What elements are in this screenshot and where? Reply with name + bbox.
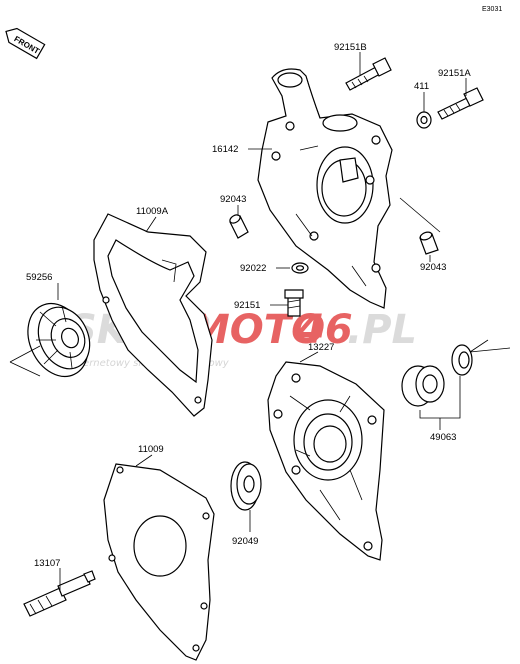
dowel-pin-92043-left <box>229 214 249 239</box>
watermark-brand-b: MOTO <box>190 307 325 353</box>
leader-lines <box>9 52 511 592</box>
gasket-11009 <box>103 463 215 661</box>
oil-seal-92049 <box>230 461 262 511</box>
front-arrow-icon: FRONT <box>5 27 46 60</box>
label-13107: 13107 <box>34 558 60 569</box>
watermark-brand-c: 46 <box>296 307 353 353</box>
washer-411 <box>416 111 432 129</box>
label-49063: 49063 <box>430 432 456 443</box>
bolt-92151 <box>284 289 304 317</box>
washer-92022 <box>291 262 309 274</box>
label-411: 411 <box>414 81 429 92</box>
pump-body-16142 <box>257 68 393 309</box>
part-labels: 92151B 92151A 411 16142 11009A 92043 920… <box>26 42 471 569</box>
label-92043-left: 92043 <box>220 194 246 205</box>
label-92043-right: 92043 <box>420 262 446 273</box>
label-92022: 92022 <box>240 263 266 274</box>
label-92151: 92151 <box>234 300 260 311</box>
washer-49063 <box>451 344 473 376</box>
label-92151a: 92151A <box>438 68 471 79</box>
dowel-pin-92043-right <box>419 231 439 255</box>
label-11009a: 11009A <box>136 206 169 217</box>
shaft-13107 <box>23 570 96 617</box>
bolt-92151a <box>437 87 484 120</box>
label-92049: 92049 <box>232 536 258 547</box>
label-16142: 16142 <box>212 144 238 155</box>
cover-13227 <box>267 361 385 561</box>
label-92151b: 92151B <box>334 42 367 53</box>
gasket-11009a <box>93 213 213 417</box>
watermark-brand-d: .PL <box>347 307 417 353</box>
label-59256: 59256 <box>26 272 52 283</box>
diagram-code: E3031 <box>482 6 502 13</box>
bolt-92151b <box>345 57 392 91</box>
label-11009: 11009 <box>138 444 164 455</box>
impeller-59256 <box>27 302 91 378</box>
label-13227: 13227 <box>308 342 334 353</box>
seal-49063 <box>401 365 445 407</box>
